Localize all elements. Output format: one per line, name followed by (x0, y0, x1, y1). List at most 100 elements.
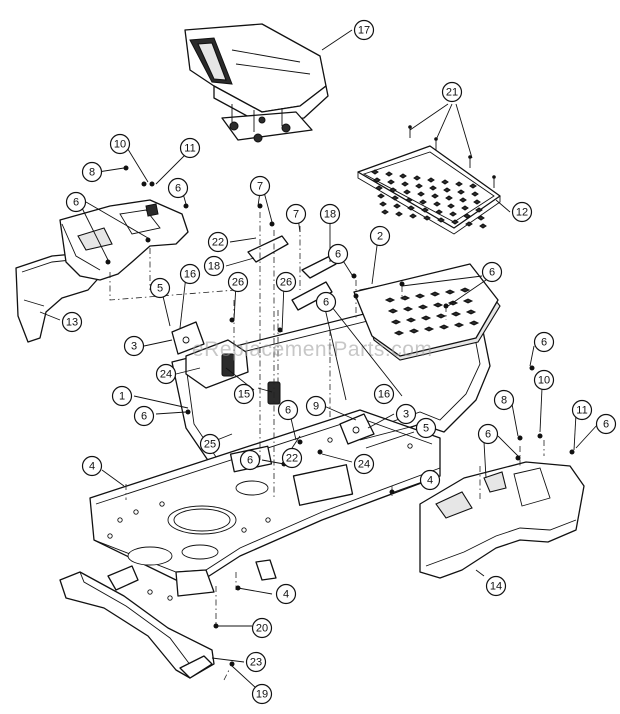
tread-stud (473, 199, 481, 205)
callout-circle (111, 385, 133, 407)
callout-circle (123, 335, 145, 357)
callout-circle (353, 453, 375, 475)
callout-circle (481, 261, 503, 283)
callout-number: 9 (313, 401, 319, 413)
tread-stud (395, 211, 403, 217)
tread-stud (445, 195, 453, 201)
callout-circle (595, 413, 617, 435)
callout-17: 17 (353, 19, 375, 41)
callout-circle (485, 575, 507, 597)
tread-stud (419, 199, 427, 205)
callout-9: 9 (305, 395, 327, 417)
tread-stud (463, 213, 471, 219)
callout-circle (239, 449, 261, 471)
tread-stud (379, 201, 387, 207)
tread-stud (389, 187, 397, 193)
callout-circle (533, 331, 555, 353)
callout-8: 8 (81, 161, 103, 183)
tread-stud (393, 330, 405, 336)
callout-circle (65, 191, 87, 213)
callout-6: 6 (277, 399, 299, 421)
callout-4: 4 (419, 469, 441, 491)
callout-number: 6 (141, 411, 147, 423)
tread-stud (461, 205, 469, 211)
callout-number: 7 (257, 181, 263, 193)
callout-circle (277, 399, 299, 421)
tread-stud (371, 169, 379, 175)
callout-24: 24 (353, 453, 375, 475)
callout-22: 22 (207, 231, 229, 253)
callout-number: 21 (446, 87, 458, 99)
mounting-hole (167, 595, 173, 601)
tread-stud (457, 189, 465, 195)
callout-number: 11 (576, 405, 587, 417)
callout-11: 11 (179, 137, 201, 159)
tread-stud (423, 326, 435, 332)
callout-circle (285, 203, 307, 225)
watermark: eReplacementParts.com (192, 338, 432, 361)
callout-number: 14 (490, 581, 502, 593)
callout-circle (203, 255, 225, 277)
callout-number: 22 (212, 237, 224, 249)
callout-circle (533, 369, 555, 391)
tread-stud (451, 219, 459, 225)
callout-number: 12 (516, 207, 528, 219)
callout-circle (251, 617, 273, 639)
callout-circle (353, 19, 375, 41)
callout-circle (493, 389, 515, 411)
callout-number: 6 (335, 249, 341, 261)
callout-number: 16 (378, 389, 390, 401)
tread-stud (381, 209, 389, 215)
brackets (247, 235, 337, 311)
callout-number: 16 (184, 269, 196, 281)
callout-number: 4 (89, 461, 95, 473)
tread-stud (403, 189, 411, 195)
tread-stud (432, 302, 444, 308)
callout-number: 25 (204, 439, 216, 451)
mounting-hole (117, 517, 123, 523)
tread-stud (459, 197, 467, 203)
tread-stud (408, 328, 420, 334)
tread-stud (402, 306, 414, 312)
callout-circle (227, 271, 249, 293)
callout-number: 13 (66, 317, 78, 329)
callout-circle (133, 405, 155, 427)
callout-6: 6 (239, 449, 261, 471)
callout-circle (275, 271, 297, 293)
callout-number: 4 (427, 475, 433, 487)
tread-stud (471, 191, 479, 197)
callout-6: 6 (481, 261, 503, 283)
callout-number: 15 (238, 389, 250, 401)
callout-8: 8 (493, 389, 515, 411)
callout-6: 6 (477, 423, 499, 445)
callout-16: 16 (373, 383, 395, 405)
tread-stud (421, 207, 429, 213)
callout-number: 19 (256, 689, 268, 701)
tread-stud (455, 181, 463, 187)
callout-circle (369, 225, 391, 247)
tread-stud (385, 171, 393, 177)
pivot-brackets (171, 321, 375, 445)
callout-circle (305, 395, 327, 417)
tread-stud (477, 215, 485, 221)
callout-4: 4 (275, 583, 297, 605)
callout-circle (373, 383, 395, 405)
callout-25: 25 (199, 433, 221, 455)
tread-stud (407, 205, 415, 211)
tread-stud (377, 193, 385, 199)
callout-circle (233, 383, 255, 405)
callout-1: 1 (111, 385, 133, 407)
tread-stud (405, 317, 417, 323)
callout-circle (395, 403, 417, 425)
tread-stud (427, 177, 435, 183)
callout-14: 14 (485, 575, 507, 597)
frame-pan (171, 263, 501, 491)
callout-number: 3 (403, 409, 409, 421)
callout-circle (319, 203, 341, 225)
floor-plate (357, 145, 501, 235)
callout-circle (199, 433, 221, 455)
callout-18: 18 (319, 203, 341, 225)
callout-11: 11 (571, 399, 593, 421)
tread-stud (399, 173, 407, 179)
